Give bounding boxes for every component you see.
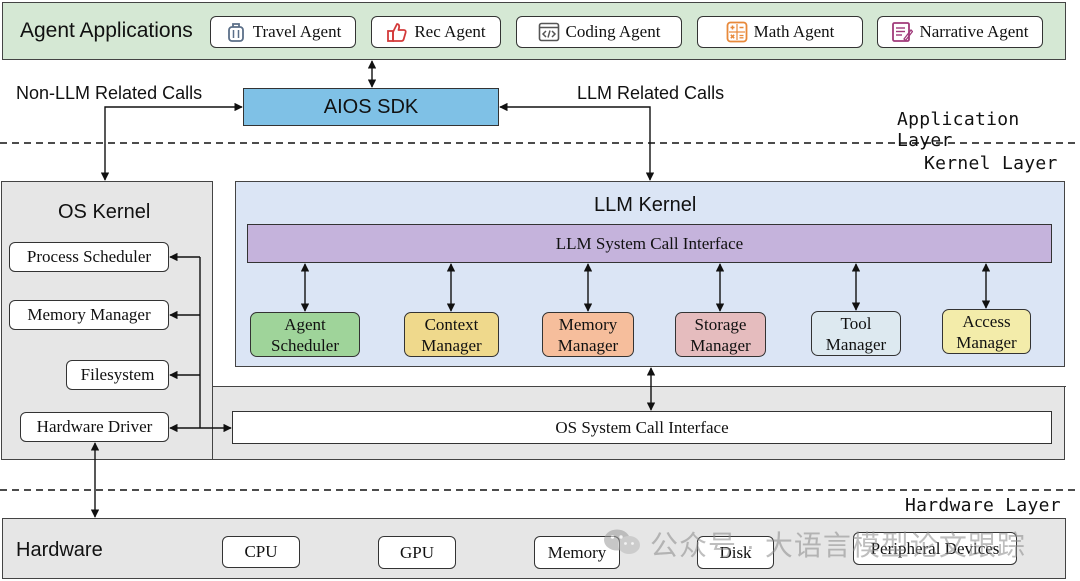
agent-scheduler-line1: Agent [284,314,326,334]
os-system-call-interface: OS System Call Interface [232,411,1052,444]
access-manager-line2: Manager [956,332,1017,352]
luggage-icon [225,21,247,43]
sdk-os-kernel-arrow [100,102,243,181]
hardware-driver-box: Hardware Driver [20,412,169,442]
travel-agent-label: Travel Agent [252,22,342,41]
os-kernel-panel-right [1064,386,1066,460]
llm-calls-label: LLM Related Calls [577,83,725,103]
memory-manager-line1: Memory [558,314,618,334]
coding-agent-chip: Coding Agent [516,16,682,48]
kernel-layer-label: Kernel Layer [924,153,1058,174]
calculator-icon [726,21,748,43]
os-kernel-panel-bottom [1,459,1065,461]
llm-kernel-panel [235,181,1065,367]
llm-kernel-title: LLM Kernel [594,194,697,216]
cpu-box: CPU [222,536,300,568]
applications-title: Agent Applications [20,19,193,42]
memory-manager-box: Memory Manager [9,300,169,330]
memory-manager-module: Memory Manager [542,312,634,357]
application-layer-label: Application Layer [897,109,1020,151]
rec-agent-chip: Rec Agent [371,16,501,48]
peripheral-devices-box: Peripheral Devices [853,532,1017,565]
wechat-icon [602,527,642,562]
math-agent-label: Math Agent [753,22,835,41]
storage-manager-line1: Storage [694,314,747,334]
notepad-icon [891,21,914,43]
os-kernel-title: OS Kernel [58,201,151,223]
storage-manager-module: Storage Manager [675,312,766,357]
agent-scheduler-line2: Scheduler [271,335,339,355]
tool-manager-line2: Manager [825,334,887,354]
disk-box: Disk [697,536,774,569]
memory-box: Memory [534,536,620,569]
watermark: 公众号 · 大语言模型论文跟踪 [602,524,1026,564]
access-manager-module: Access Manager [942,309,1031,354]
coding-agent-label: Coding Agent [565,22,661,41]
narrative-agent-label: Narrative Agent [919,22,1029,41]
context-manager-line1: Context [424,314,479,334]
os-kernel-panel-leftedge [1,181,3,460]
watermark-text: 公众号 · 大语言模型论文跟踪 [650,530,1026,561]
context-manager-module: Context Manager [404,312,499,357]
aios-sdk-box: AIOS SDK [243,88,499,126]
code-window-icon [538,21,560,43]
narrative-agent-chip: Narrative Agent [877,16,1043,48]
math-agent-chip: Math Agent [697,16,863,48]
non-llm-calls-label: Non-LLM Related Calls [16,83,203,103]
hardware-title: Hardware [16,539,103,561]
os-kernel-panel-step [212,386,1066,388]
process-scheduler-box: Process Scheduler [9,242,169,272]
travel-agent-chip: Travel Agent [210,16,356,48]
hardware-layer-label: Hardware Layer [905,495,1061,516]
filesystem-box: Filesystem [66,360,169,390]
rec-agent-label: Rec Agent [414,22,486,41]
gpu-box: GPU [378,536,456,569]
tool-manager-line1: Tool [840,313,872,333]
memory-manager-line2: Manager [557,335,619,355]
tool-manager-module: Tool Manager [811,311,901,356]
llm-system-call-interface: LLM System Call Interface [247,224,1052,263]
agent-scheduler-module: Agent Scheduler [250,312,360,357]
thumbs-up-icon [386,21,408,43]
storage-manager-line2: Manager [690,335,751,355]
context-manager-line2: Manager [421,335,482,355]
sdk-llm-kernel-arrow [499,102,655,181]
access-manager-line1: Access [962,311,1011,331]
